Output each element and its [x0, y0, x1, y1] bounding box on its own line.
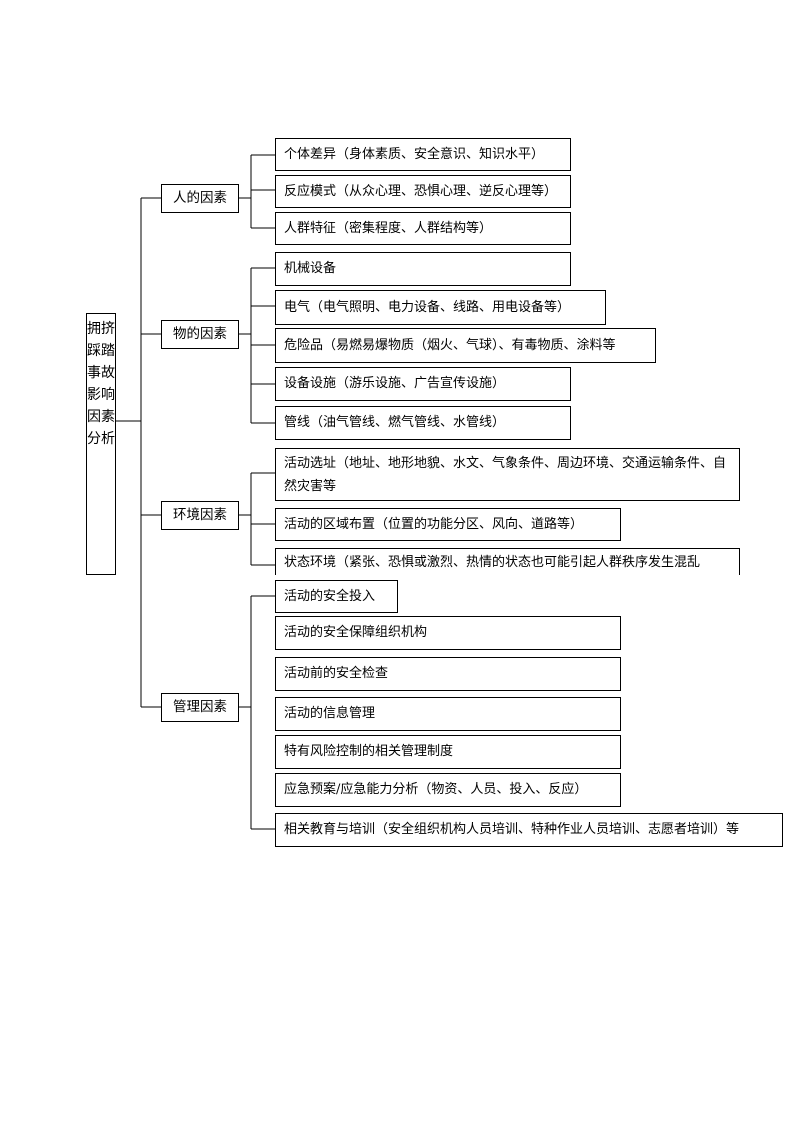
leaf-node: 个体差异（身体素质、安全意识、知识水平）: [275, 138, 571, 171]
leaf-node: 活动选址（地址、地形地貌、水文、气象条件、周边环境、交通运输条件、自然灾害等: [275, 448, 740, 501]
leaf-node: 活动的区域布置（位置的功能分区、风向、道路等）: [275, 508, 621, 541]
category-object-factors: 物的因素: [161, 320, 239, 349]
leaf-node: 电气（电气照明、电力设备、线路、用电设备等）: [275, 290, 606, 325]
leaf-node: 管线（油气管线、燃气管线、水管线）: [275, 406, 571, 440]
root-node: 拥挤踩踏事故影响因素分析: [86, 313, 116, 575]
category-environment-factors: 环境因素: [161, 501, 239, 530]
leaf-node: 活动的安全保障组织机构: [275, 616, 621, 650]
category-management-factors: 管理因素: [161, 693, 239, 722]
leaf-node: 活动前的安全检查: [275, 657, 621, 691]
leaf-node: 活动的安全投入: [275, 580, 398, 613]
leaf-node: 设备设施（游乐设施、广告宣传设施）: [275, 367, 571, 401]
leaf-node: 应急预案/应急能力分析（物资、人员、投入、反应）: [275, 773, 621, 807]
leaf-node: 状态环境（紧张、恐惧或激烈、热情的状态也可能引起人群秩序发生混乱: [275, 548, 740, 575]
leaf-node: 反应模式（从众心理、恐惧心理、逆反心理等）: [275, 175, 571, 208]
leaf-node: 危险品（易燃易爆物质（烟火、气球）、有毒物质、涂料等: [275, 328, 656, 363]
leaf-node: 相关教育与培训（安全组织机构人员培训、特种作业人员培训、志愿者培训）等: [275, 813, 783, 847]
leaf-node: 人群特征（密集程度、人群结构等）: [275, 212, 571, 245]
leaf-node: 特有风险控制的相关管理制度: [275, 735, 621, 769]
category-human-factors: 人的因素: [161, 184, 239, 213]
leaf-node: 机械设备: [275, 252, 571, 286]
leaf-node: 活动的信息管理: [275, 697, 621, 731]
